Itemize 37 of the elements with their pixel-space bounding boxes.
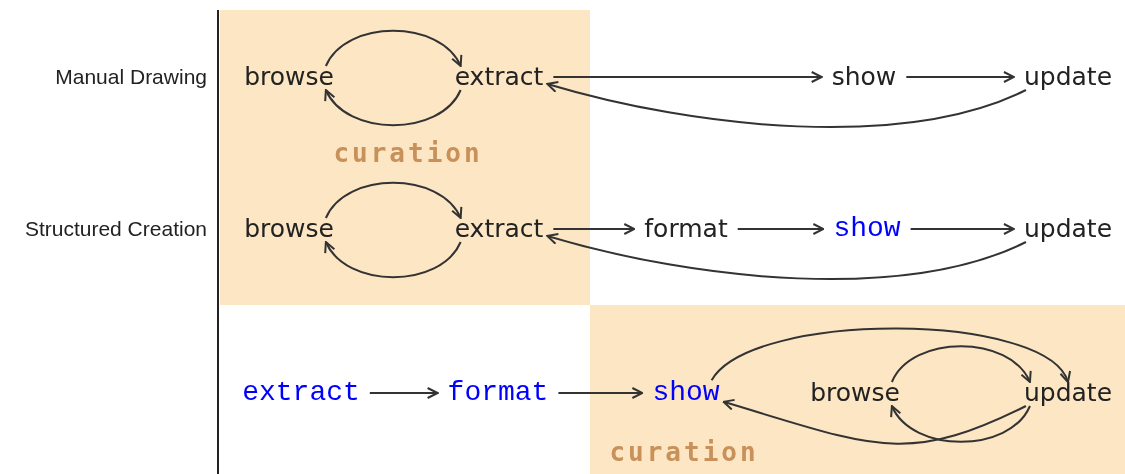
arrow — [324, 241, 462, 279]
arrow — [324, 29, 462, 67]
arrow — [905, 71, 1015, 83]
code-step-label: extract — [242, 376, 360, 410]
step-label: show — [831, 62, 897, 92]
curation-band — [590, 305, 1125, 474]
band-title: curation — [333, 138, 483, 168]
arrow — [890, 345, 1031, 383]
arrow — [552, 71, 823, 83]
arrow — [710, 327, 1069, 383]
code-step-label: show — [652, 376, 720, 410]
arrow — [324, 181, 462, 219]
arrow — [890, 405, 1031, 443]
step-label: extract — [454, 214, 544, 244]
row-label: Manual Drawing — [55, 65, 207, 89]
step-label: browse — [244, 62, 334, 92]
row-label: Structured Creation — [24, 217, 207, 241]
arrow — [324, 89, 462, 127]
code-step-label: format — [447, 376, 549, 410]
arrow — [557, 387, 644, 399]
arrow — [722, 398, 1027, 445]
band-title: curation — [609, 437, 759, 467]
curation-band — [220, 10, 590, 305]
step-label: update — [1023, 62, 1113, 92]
step-label: update — [1023, 214, 1113, 244]
step-label: browse — [244, 214, 334, 244]
step-label: format — [644, 214, 728, 244]
code-step-label: show — [833, 212, 901, 246]
arrow — [546, 232, 1027, 280]
arrow — [546, 80, 1027, 128]
step-label: update — [1023, 378, 1113, 408]
arrow — [552, 223, 636, 235]
arrow — [736, 223, 825, 235]
arrow — [368, 387, 439, 399]
step-label: browse — [810, 378, 900, 408]
step-label: extract — [454, 62, 544, 92]
arrow — [909, 223, 1015, 235]
